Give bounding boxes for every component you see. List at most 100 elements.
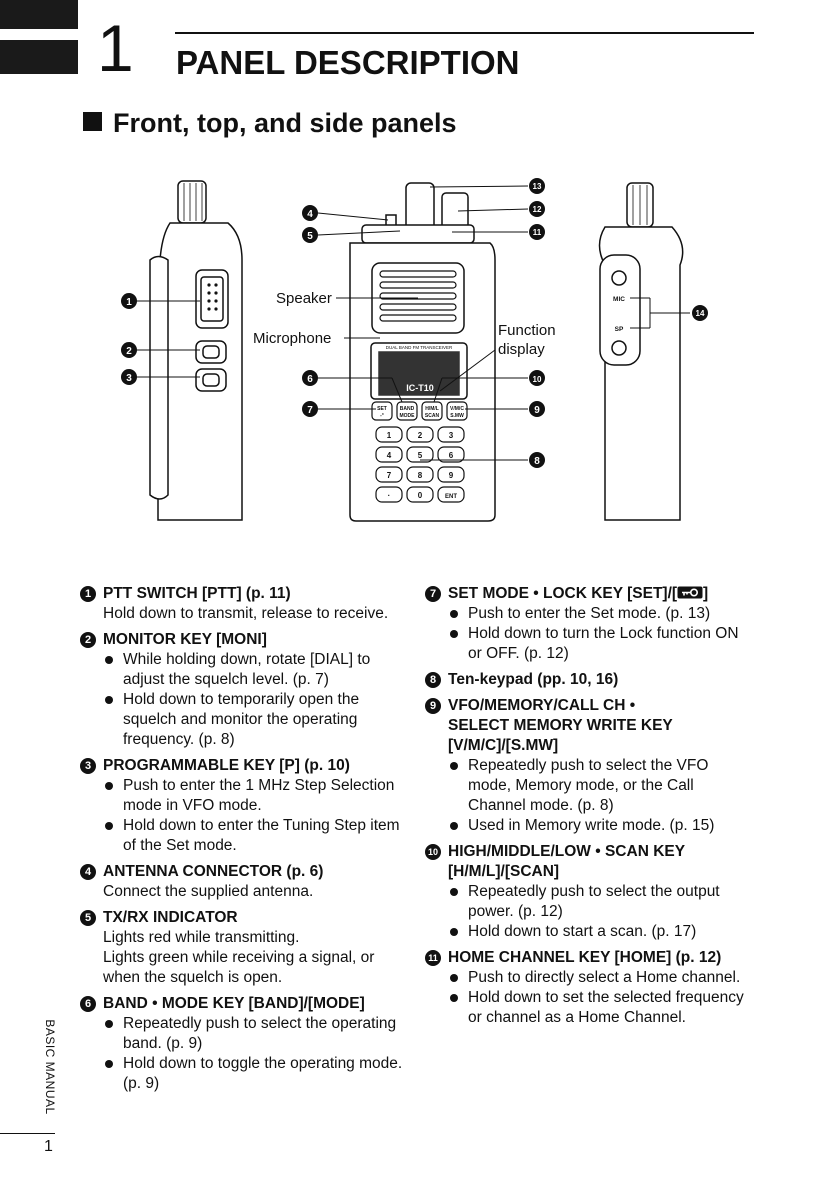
bullet-list: Repeatedly push to select the output pow…	[448, 882, 750, 942]
page-number: 1	[44, 1138, 53, 1155]
label-speaker: Speaker	[276, 290, 332, 307]
number-badge: 10	[425, 844, 441, 860]
item-title: BAND • MODE KEY [BAND]/[MODE]	[103, 995, 365, 1012]
radio-right-side-view	[598, 182, 684, 521]
number-badge: 8	[425, 672, 441, 688]
ten-keypad	[375, 426, 465, 503]
item-text: Hold down to transmit, release to receiv…	[103, 605, 389, 622]
key-0: 0	[418, 491, 423, 500]
key-4: 4	[387, 451, 392, 460]
item-title-suffix: ]	[703, 585, 709, 602]
description-item-2: 2 MONITOR KEY [MONI] While holding down,…	[80, 630, 412, 750]
callout-8: 8	[534, 456, 540, 467]
key-5: 5	[418, 451, 423, 460]
item-title: HOME CHANNEL KEY [HOME] (p. 12)	[448, 949, 722, 966]
chapter-tab-block-bottom	[0, 40, 78, 74]
number-badge: 7	[425, 586, 441, 602]
bullet-item: Push to enter the 1 MHz Step Selection m…	[103, 776, 412, 816]
key-band-top: BAND	[400, 406, 415, 412]
chapter-title: PANEL DESCRIPTION	[176, 44, 520, 81]
number-badge: 4	[80, 864, 96, 880]
callout-markers: 1 2 3 4 5 6 7 8 9 10 11 12 13 14	[121, 178, 708, 468]
key-set-bottom: -°	[380, 413, 384, 419]
item-text: Lights red while transmitting.	[103, 929, 300, 946]
side-section-label: BASIC MANUAL	[40, 1012, 60, 1122]
bullet-item: Hold down to set the selected frequency …	[448, 988, 750, 1028]
right-description-column: 7 SET MODE • LOCK KEY [SET]/[] Push to e…	[425, 584, 750, 1034]
key-dot: ·	[388, 491, 391, 500]
bullet-item: Hold down to toggle the operating mode. …	[103, 1054, 412, 1094]
key-band-bottom: MODE	[400, 413, 416, 419]
bullet-item: Hold down to start a scan. (p. 17)	[448, 922, 750, 942]
side-label-sp: SP	[615, 326, 624, 333]
key-set-top: SET	[377, 406, 387, 412]
callout-4: 4	[307, 209, 313, 220]
bullet-item: Push to enter the Set mode. (p. 13)	[448, 604, 750, 624]
callout-5: 5	[307, 231, 313, 242]
radio-banner: DUAL BAND FM TRANSCEIVER	[386, 345, 453, 350]
item-title: PTT SWITCH [PTT] (p. 11)	[103, 585, 291, 602]
number-badge: 9	[425, 698, 441, 714]
radio-left-side-view	[149, 180, 243, 521]
radio-model: IC-T10	[406, 383, 434, 393]
bullet-list: Push to enter the 1 MHz Step Selection m…	[103, 776, 412, 856]
key-vmc-top: V/M/C	[450, 406, 464, 412]
item-title-line2: [H/M/L]/[SCAN]	[448, 863, 560, 880]
callout-6: 6	[307, 374, 313, 385]
item-title: SET MODE • LOCK KEY [SET]/[]	[448, 584, 750, 604]
label-microphone: Microphone	[253, 330, 331, 347]
description-item-9: 9 VFO/MEMORY/CALL CH • SELECT MEMORY WRI…	[425, 696, 750, 836]
key-1: 1	[387, 431, 392, 440]
key-ent: ENT	[445, 494, 457, 500]
section-title: Front, top, and side panels	[113, 108, 457, 138]
description-item-8: 8 Ten-keypad (pp. 10, 16)	[425, 670, 750, 690]
bullet-item: Repeatedly push to select the output pow…	[448, 882, 750, 922]
number-badge: 3	[80, 758, 96, 774]
callout-13: 13	[533, 182, 542, 191]
key-7: 7	[387, 471, 392, 480]
key-lock-icon	[677, 586, 703, 599]
bullet-item: Hold down to temporarily open the squelc…	[103, 690, 412, 750]
description-item-7: 7 SET MODE • LOCK KEY [SET]/[] Push to e…	[425, 584, 750, 664]
square-bullet-icon	[83, 112, 102, 131]
section-heading: Front, top, and side panels	[83, 108, 457, 139]
callout-12: 12	[533, 205, 542, 214]
item-title: TX/RX INDICATOR	[103, 909, 238, 926]
number-badge: 5	[80, 910, 96, 926]
item-title-line3: [V/M/C]/[S.MW]	[448, 737, 559, 754]
bullet-item: Hold down to enter the Tuning Step item …	[103, 816, 412, 856]
footer-rule	[0, 1133, 55, 1134]
bullet-list: Repeatedly push to select the operating …	[103, 1014, 412, 1094]
callout-9: 9	[534, 405, 540, 416]
item-title: HIGH/MIDDLE/LOW • SCAN KEY	[448, 843, 686, 860]
radio-panel-illustration: DUAL BAND FM TRANSCEIVER IC-T10 SET -° B…	[121, 178, 708, 522]
key-9: 9	[449, 471, 454, 480]
description-item-11: 11 HOME CHANNEL KEY [HOME] (p. 12) Push …	[425, 948, 750, 1028]
bullet-list: Push to directly select a Home channel. …	[448, 968, 750, 1028]
chapter-number: 1	[97, 11, 134, 85]
key-3: 3	[449, 431, 454, 440]
description-item-6: 6 BAND • MODE KEY [BAND]/[MODE] Repeated…	[80, 994, 412, 1094]
bullet-item: Repeatedly push to select the operating …	[103, 1014, 412, 1054]
side-label-text: BASIC MANUAL	[43, 1019, 57, 1115]
description-item-3: 3 PROGRAMMABLE KEY [P] (p. 10) Push to e…	[80, 756, 412, 856]
callout-11: 11	[533, 228, 542, 237]
item-title: PROGRAMMABLE KEY [P] (p. 10)	[103, 757, 350, 774]
callout-3: 3	[126, 373, 132, 384]
callout-1: 1	[126, 297, 132, 308]
item-title: VFO/MEMORY/CALL CH •	[448, 697, 636, 714]
number-badge: 2	[80, 632, 96, 648]
item-text: Lights green while receiving a signal, o…	[103, 949, 375, 986]
label-function-display-line1: Function	[498, 322, 556, 339]
bullet-item: Repeatedly push to select the VFO mode, …	[448, 756, 750, 816]
number-badge: 11	[425, 950, 441, 966]
key-hml-bottom: SCAN	[425, 413, 440, 419]
bullet-list: Repeatedly push to select the VFO mode, …	[448, 756, 750, 836]
description-item-1: 1 PTT SWITCH [PTT] (p. 11) Hold down to …	[80, 584, 412, 624]
item-title: Ten-keypad (pp. 10, 16)	[448, 671, 619, 688]
chapter-tab-block-top	[0, 0, 78, 29]
item-title: MONITOR KEY [MONI]	[103, 631, 267, 648]
key-vmc-bottom: S.MW	[450, 413, 464, 419]
item-text: Connect the supplied antenna.	[103, 883, 314, 900]
label-function-display-line2: display	[498, 341, 545, 358]
